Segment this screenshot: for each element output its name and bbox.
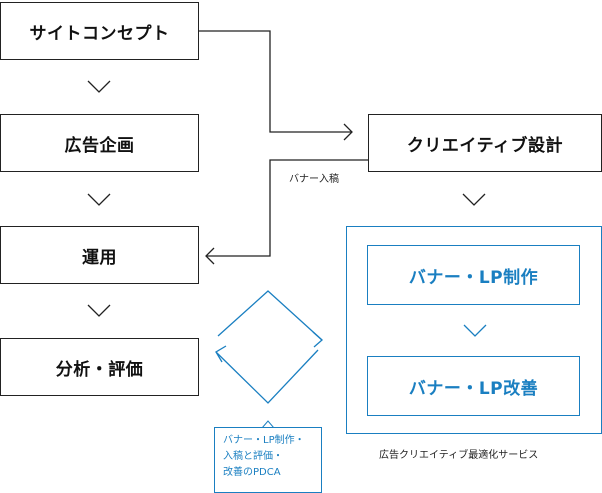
concept-to-design-line [199,30,352,133]
design-to-operation-line [206,159,368,257]
arrow-right-icon [343,123,353,141]
service-caption: 広告クリエイティブ最適化サービス [379,450,539,461]
analysis-label: 分析・評価 [55,359,144,380]
pdca-callout-line: 改善のPDCA [223,467,281,478]
pdca-callout: バナー・LP制作・ 入稿と評価・ 改善のPDCA [214,427,322,493]
chevron-down-icon [87,304,111,317]
pdca-cycle-icon [215,290,323,404]
pdca-callout-line: 入稿と評価・ [223,451,283,462]
ad-planning-box: 広告企画 [0,114,199,172]
creative-design-box: クリエイティブ設計 [368,114,602,172]
chevron-down-icon [462,193,486,206]
operation-label: 運用 [82,247,117,268]
banner-submission-label: バナー入稿 [289,174,339,185]
arrow-left-icon [205,247,215,265]
banner-lp-production-box: バナー・LP制作 [367,245,580,305]
site-concept-label: サイトコンセプト [29,23,170,44]
chevron-down-icon [463,324,487,337]
operation-box: 運用 [0,226,199,284]
chevron-down-icon [87,193,111,206]
site-concept-box: サイトコンセプト [0,2,199,60]
banner-lp-improvement-box: バナー・LP改善 [367,356,580,416]
chevron-down-icon [87,80,111,93]
pdca-callout-line: バナー・LP制作・ [223,435,305,446]
ad-planning-label: 広告企画 [64,135,135,156]
analysis-box: 分析・評価 [0,338,199,396]
creative-design-label: クリエイティブ設計 [406,135,564,156]
banner-lp-production-label: バナー・LP制作 [408,267,539,288]
banner-lp-improvement-label: バナー・LP改善 [408,378,539,399]
